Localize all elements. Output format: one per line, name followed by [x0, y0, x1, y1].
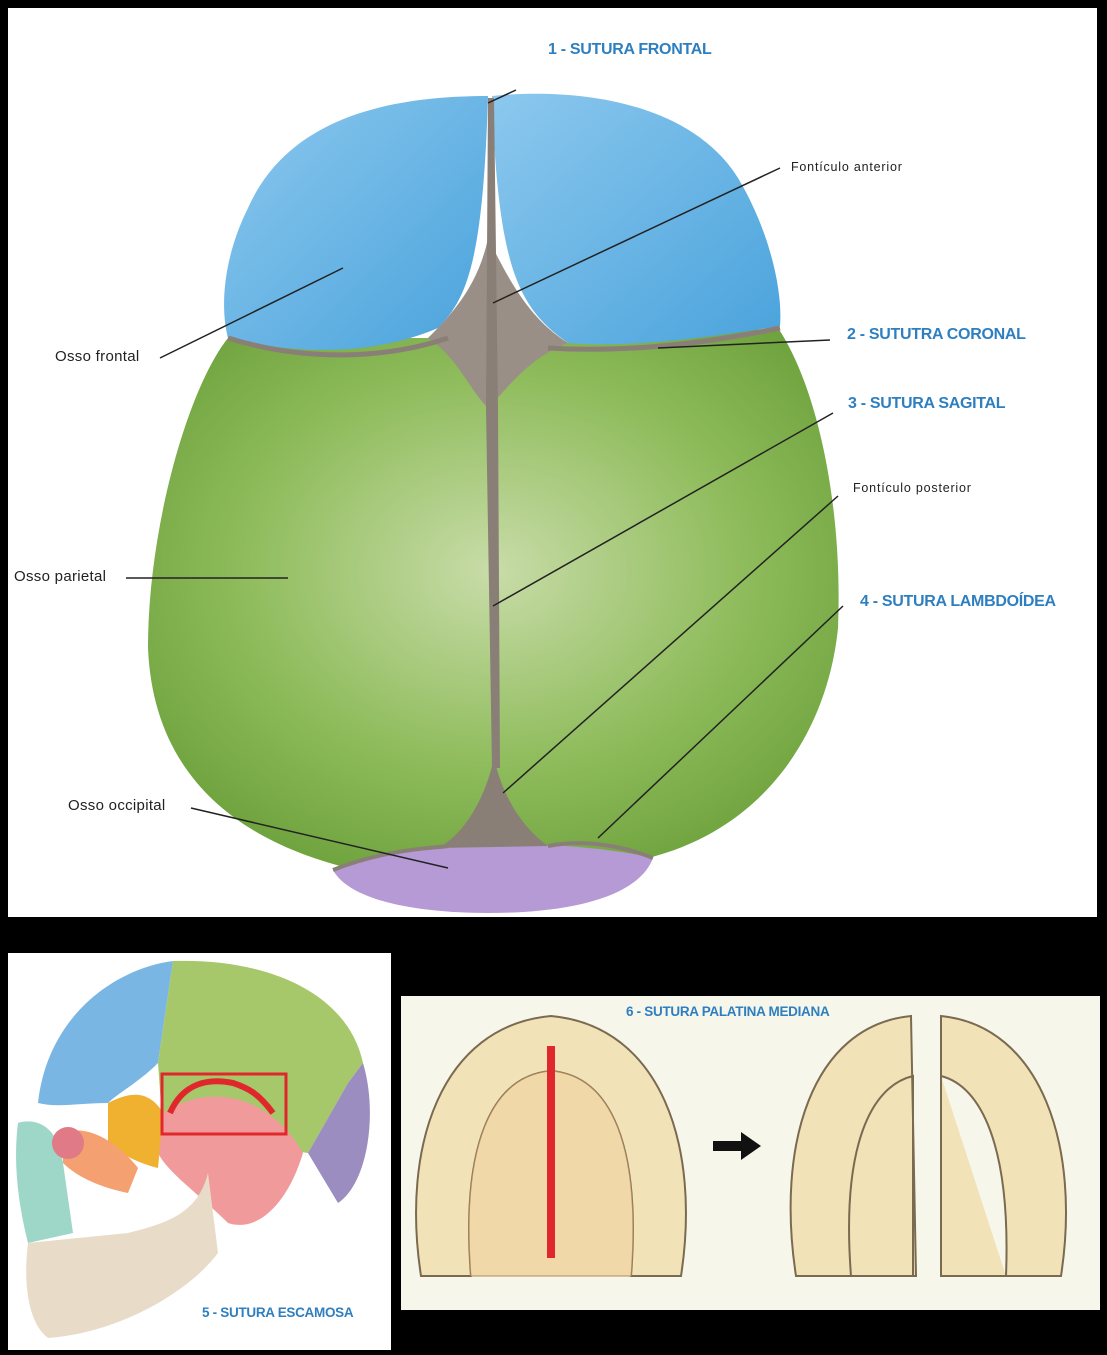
label-fonticulo-posterior: Fontículo posterior — [853, 481, 972, 495]
skull-top-view-illustration — [126, 89, 844, 913]
label-osso-frontal: Osso frontal — [55, 348, 140, 365]
frontal-bone — [38, 961, 173, 1106]
label-sutura-frontal: 1 - SUTURA FRONTAL — [548, 41, 712, 58]
skull-top-view-panel: 1 - SUTURA FRONTAL 2 - SUTUTRA CORONAL 3… — [8, 8, 1097, 917]
coronal-suture — [227, 325, 781, 358]
occipital-bone — [308, 1063, 370, 1203]
arrow-icon — [713, 1132, 761, 1160]
lambdoid-suture — [332, 841, 654, 872]
skull-lateral-view-panel: 5 - SUTURA ESCAMOSA — [8, 953, 391, 1350]
label-sutura-lambdoidea: 4 - SUTURA LAMBDOÍDEA — [860, 593, 1056, 610]
posterior-fontanelle — [438, 758, 548, 848]
highlight-box — [160, 1072, 288, 1136]
sphenoid-bone — [108, 1094, 163, 1168]
label-sutura-escamosa: 5 - SUTURA ESCAMOSA — [202, 1305, 354, 1320]
squamous-suture-highlight — [167, 1078, 276, 1115]
label-osso-occipital: Osso occipital — [68, 797, 166, 814]
sagittal-suture — [486, 98, 500, 768]
anterior-fontanelle — [428, 238, 568, 408]
label-fonticulo-anterior: Fontículo anterior — [791, 160, 903, 174]
median-palatine-suture-highlight — [547, 1046, 555, 1258]
palate-illustration — [415, 1014, 1067, 1277]
label-osso-parietal: Osso parietal — [14, 568, 107, 585]
label-sutura-palatina-mediana: 6 - SUTURA PALATINA MEDIANA — [626, 1004, 830, 1019]
label-sutura-sagital: 3 - SUTURA SAGITAL — [848, 395, 1006, 412]
mandible — [26, 1173, 219, 1338]
leader-lines — [126, 89, 844, 869]
skull-lateral-illustration — [16, 960, 370, 1338]
occipital-bone — [333, 844, 653, 913]
orbit — [52, 1127, 84, 1159]
palate-right-half — [940, 1014, 1067, 1277]
frontal-bone-right — [492, 93, 781, 345]
temporal-bone — [158, 1096, 303, 1225]
label-sutura-coronal: 2 - SUTUTRA CORONAL — [847, 326, 1026, 343]
frontal-bone-left — [224, 96, 488, 350]
palate-view-panel: 6 - SUTURA PALATINA MEDIANA — [401, 996, 1100, 1310]
palate-left-half — [789, 1014, 918, 1277]
